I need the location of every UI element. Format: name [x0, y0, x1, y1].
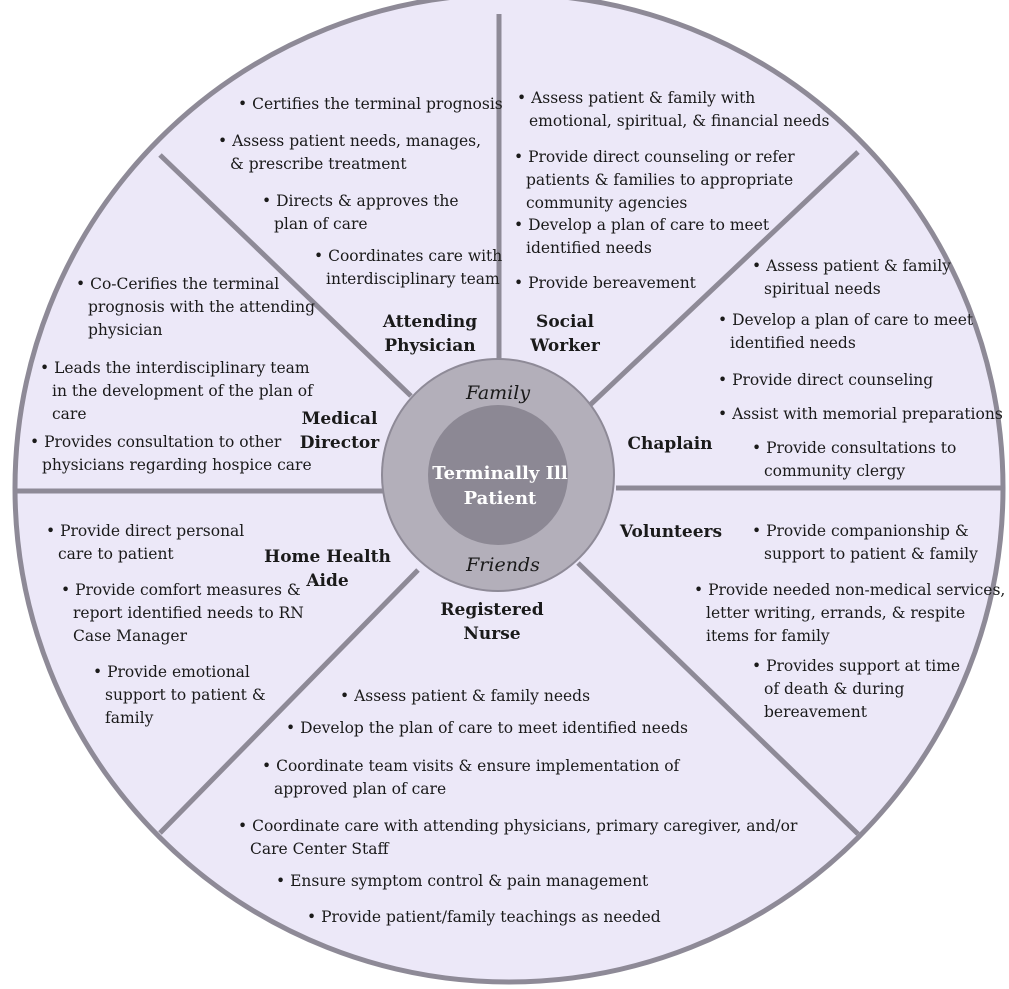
- chaplain-item-5: Provide consultations to community clerg…: [752, 437, 979, 483]
- volunteers-item-1: Provide companionship & support to patie…: [752, 520, 996, 566]
- nurse-item-4: Coordinate care with attending physician…: [238, 815, 820, 861]
- patient-core-circle: [428, 405, 568, 545]
- director-item-3: Provides consultation to other physician…: [30, 431, 327, 477]
- role-home-health-aide: Home Health Aide: [264, 547, 391, 591]
- attending-item-2: Assess patient needs, manages, & prescri…: [218, 130, 498, 176]
- director-item-2: Leads the interdisciplinary team in the …: [40, 357, 322, 426]
- role-volunteers: Volunteers: [619, 522, 723, 542]
- nurse-item-6: Provide patient/family teachings as need…: [307, 906, 699, 929]
- nurse-item-1: Assess patient & family needs: [340, 685, 682, 708]
- spoke-lower-right: [576, 561, 860, 836]
- chaplain-item-3: Provide direct counseling: [718, 369, 995, 392]
- director-item-1: Co-Cerifies the terminal prognosis with …: [76, 273, 333, 342]
- patient-title: Terminally Ill Patient: [432, 463, 568, 509]
- role-attending-physician: Attending Physician: [382, 312, 478, 356]
- social-item-2: Provide direct counseling or refer patie…: [514, 146, 862, 215]
- social-item-1: Assess patient & family with emotional, …: [517, 87, 839, 133]
- volunteers-item-3: Provides support at time of death & duri…: [752, 655, 976, 724]
- nurse-item-3: Coordinate team visits & ensure implemen…: [262, 755, 704, 801]
- chaplain-item-2: Develop a plan of care to meet identifie…: [718, 309, 995, 355]
- attending-item-1: Certifies the terminal prognosis: [238, 93, 512, 116]
- attending-item-4: Coordinates care with interdisciplinary …: [314, 245, 511, 291]
- role-chaplain: Chaplain: [627, 434, 713, 454]
- nurse-item-2: Develop the plan of care to meet identif…: [286, 717, 718, 740]
- aide-item-1: Provide direct personal care to patient: [46, 520, 258, 566]
- nurse-item-5: Ensure symptom control & pain management: [276, 870, 688, 893]
- attending-item-3: Directs & approves the plan of care: [262, 190, 474, 236]
- aide-item-3: Provide emotional support to patient & f…: [93, 661, 275, 730]
- volunteers-item-2: Provide needed non-medical services, let…: [694, 579, 1009, 648]
- social-item-3: Develop a plan of care to meet identifie…: [514, 214, 798, 260]
- role-social-worker: Social Worker: [530, 312, 600, 356]
- chaplain-item-4: Assist with memorial preparations: [718, 403, 1009, 426]
- role-registered-nurse: Registered Nurse: [440, 600, 544, 644]
- family-label: Family: [465, 382, 531, 404]
- friends-label: Friends: [466, 554, 540, 576]
- spoke-lower-left: [158, 568, 420, 835]
- aide-item-2: Provide comfort measures & report identi…: [61, 579, 308, 648]
- chaplain-item-1: Assess patient & family spiritual needs: [752, 255, 964, 301]
- social-item-4: Provide bereavement: [514, 272, 726, 295]
